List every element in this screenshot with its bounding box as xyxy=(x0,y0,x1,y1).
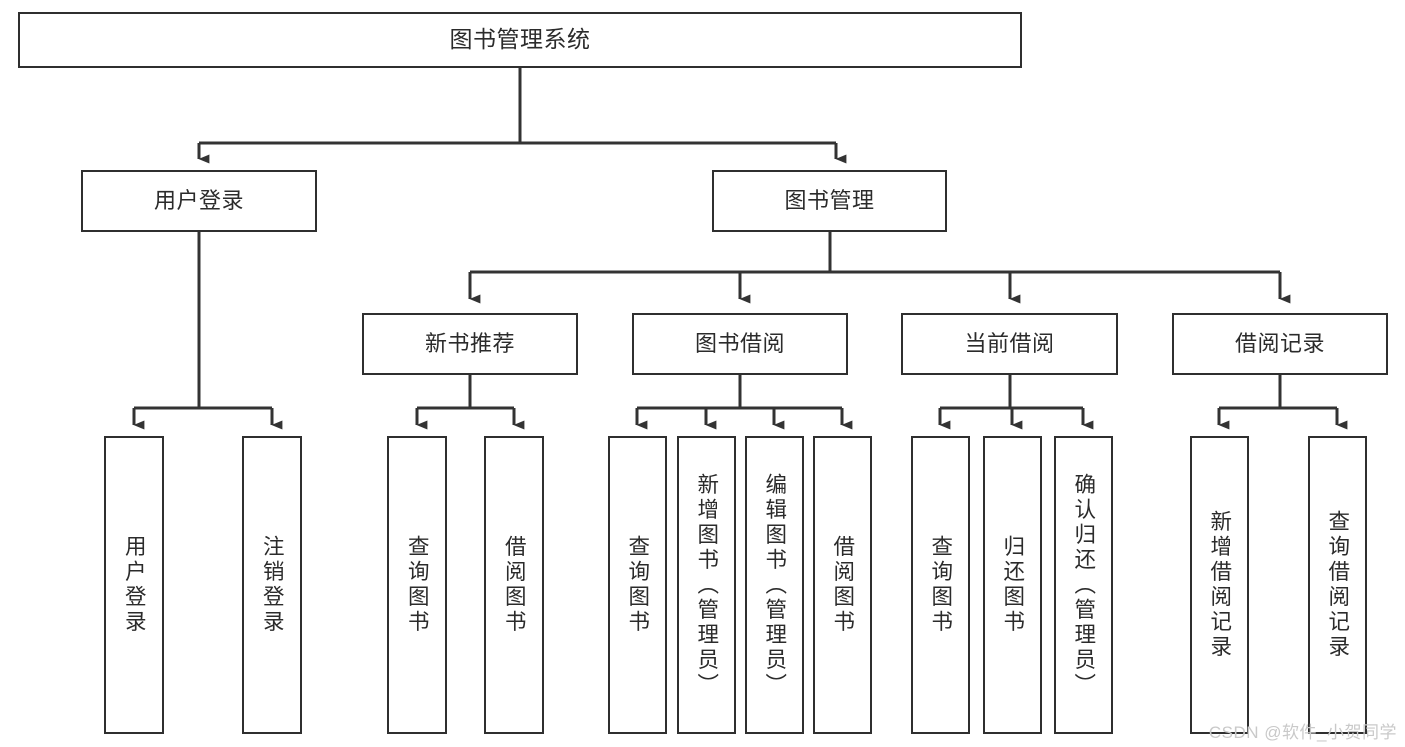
node-leaf-logout-label: 注销登录 xyxy=(260,535,285,635)
node-leaf-query-book-a[interactable]: 查询图书 xyxy=(387,436,447,734)
node-leaf-query-book-c-label: 查询图书 xyxy=(928,535,953,635)
node-root[interactable]: 图书管理系统 xyxy=(18,12,1022,68)
node-leaf-query-book-b-label: 查询图书 xyxy=(625,535,650,635)
node-leaf-user-login-label: 用户登录 xyxy=(122,535,147,635)
node-borrow-record[interactable]: 借阅记录 xyxy=(1172,313,1388,375)
node-leaf-add-book-admin-label: 新增图书（管理员） xyxy=(694,472,719,698)
node-leaf-add-record-label: 新增借阅记录 xyxy=(1207,510,1232,660)
node-root-label: 图书管理系统 xyxy=(449,26,591,53)
node-book-borrow[interactable]: 图书借阅 xyxy=(632,313,848,375)
node-leaf-logout[interactable]: 注销登录 xyxy=(242,436,302,734)
node-book-manage[interactable]: 图书管理 xyxy=(712,170,947,232)
node-book-manage-label: 图书管理 xyxy=(784,188,875,214)
node-borrow-record-label: 借阅记录 xyxy=(1234,331,1325,357)
node-current-borrow-label: 当前借阅 xyxy=(964,331,1055,357)
node-user-login[interactable]: 用户登录 xyxy=(81,170,317,232)
node-leaf-borrow-book-b[interactable]: 借阅图书 xyxy=(813,436,872,734)
node-leaf-borrow-book-a[interactable]: 借阅图书 xyxy=(484,436,544,734)
node-book-borrow-label: 图书借阅 xyxy=(694,331,785,357)
csdn-watermark: CSDN @软件_小贺同学 xyxy=(1208,723,1397,742)
node-leaf-borrow-book-b-label: 借阅图书 xyxy=(830,535,855,635)
node-new-book-recommend-label: 新书推荐 xyxy=(424,331,515,357)
node-leaf-borrow-book-a-label: 借阅图书 xyxy=(502,535,527,635)
node-leaf-return-book-label: 归还图书 xyxy=(1000,535,1025,635)
node-leaf-query-book-b[interactable]: 查询图书 xyxy=(608,436,667,734)
node-current-borrow[interactable]: 当前借阅 xyxy=(901,313,1118,375)
node-leaf-edit-book-admin[interactable]: 编辑图书（管理员） xyxy=(745,436,804,734)
node-leaf-return-book[interactable]: 归还图书 xyxy=(983,436,1042,734)
node-new-book-recommend[interactable]: 新书推荐 xyxy=(362,313,578,375)
node-leaf-query-book-a-label: 查询图书 xyxy=(405,535,430,635)
node-leaf-user-login[interactable]: 用户登录 xyxy=(104,436,164,734)
node-leaf-add-record[interactable]: 新增借阅记录 xyxy=(1190,436,1249,734)
node-leaf-query-book-c[interactable]: 查询图书 xyxy=(911,436,970,734)
node-leaf-add-book-admin[interactable]: 新增图书（管理员） xyxy=(677,436,736,734)
node-leaf-query-record-label: 查询借阅记录 xyxy=(1325,510,1350,660)
node-leaf-query-record[interactable]: 查询借阅记录 xyxy=(1308,436,1367,734)
node-leaf-confirm-return-admin-label: 确认归还（管理员） xyxy=(1071,472,1096,698)
node-leaf-edit-book-admin-label: 编辑图书（管理员） xyxy=(762,472,787,698)
node-leaf-confirm-return-admin[interactable]: 确认归还（管理员） xyxy=(1054,436,1113,734)
node-user-login-label: 用户登录 xyxy=(153,188,244,214)
